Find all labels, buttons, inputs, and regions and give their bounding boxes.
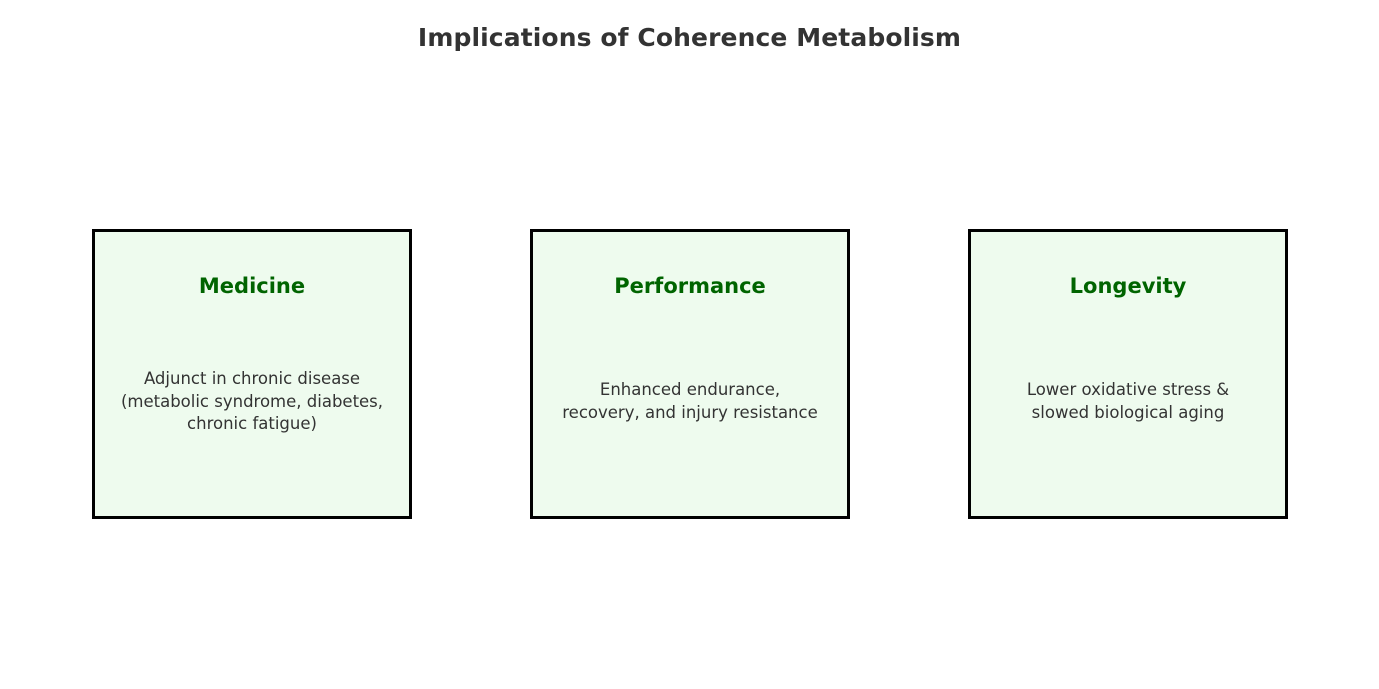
card-body-performance: Enhanced endurance,recovery, and injury …	[562, 380, 818, 422]
implication-card-medicine[interactable]: Medicine Adjunct in chronic disease(meta…	[92, 229, 412, 519]
card-heading-medicine: Medicine	[198, 274, 306, 298]
card-heading-performance: Performance	[614, 274, 766, 298]
card-heading-longevity: Longevity	[1069, 274, 1187, 298]
page-title: Implications of Coherence Metabolism	[417, 23, 962, 52]
card-body-longevity: Lower oxidative stress &slowed biologica…	[1026, 380, 1230, 422]
implication-card-performance[interactable]: Performance Enhanced endurance,recovery,…	[530, 229, 850, 519]
implication-card-longevity[interactable]: Longevity Lower oxidative stress &slowed…	[968, 229, 1288, 519]
card-body-medicine: Adjunct in chronic disease(metabolic syn…	[120, 369, 384, 433]
